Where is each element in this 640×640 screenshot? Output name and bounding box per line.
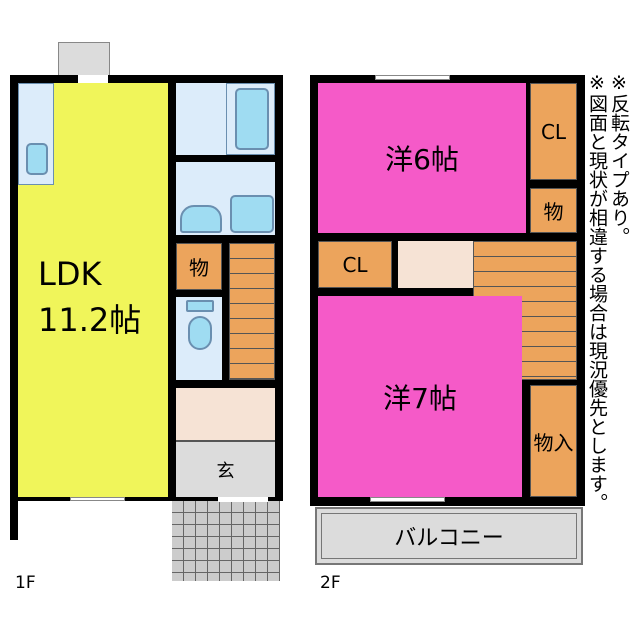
ldk-name: LDK bbox=[38, 255, 102, 293]
note-current-priority: ※図面と現状が相違する場合は現況優先とします。 bbox=[586, 72, 608, 512]
window bbox=[370, 497, 445, 502]
storage-2f: 物 bbox=[530, 188, 577, 233]
closet-left: CL bbox=[318, 241, 392, 288]
hallway-2f bbox=[398, 241, 473, 288]
storage-closet: 物入 bbox=[530, 385, 577, 497]
porch-step bbox=[58, 42, 110, 76]
hallway-1f bbox=[176, 388, 275, 440]
note-reversed-type: ※反転タイプあり。 bbox=[608, 72, 630, 246]
bathtub-icon bbox=[235, 88, 269, 150]
western-room-7: 洋7帖 bbox=[318, 296, 522, 497]
ldk-size: 11.2帖 bbox=[38, 301, 142, 339]
window bbox=[375, 75, 450, 80]
stairs-1f bbox=[229, 243, 275, 380]
wall bbox=[176, 155, 275, 162]
toilet-tank-icon bbox=[186, 300, 214, 312]
toilet-icon bbox=[188, 316, 212, 350]
wall-extension bbox=[10, 500, 18, 540]
storage-1f: 物 bbox=[176, 243, 222, 290]
western-room-6: 洋6帖 bbox=[318, 83, 526, 233]
closet-top: CL bbox=[530, 83, 577, 180]
floor1-label: 1F bbox=[15, 573, 36, 593]
entrance-genkan: 玄 bbox=[176, 440, 275, 497]
wall bbox=[176, 235, 275, 243]
bath-entry bbox=[176, 83, 226, 155]
floor2-label: 2F bbox=[320, 573, 341, 593]
washing-machine-icon bbox=[230, 195, 274, 233]
entrance-porch bbox=[172, 501, 280, 581]
window bbox=[70, 497, 125, 501]
balcony: バルコニー bbox=[315, 507, 583, 565]
front-door bbox=[78, 75, 108, 83]
kitchen-sink-icon bbox=[26, 143, 48, 175]
entrance-door[interactable] bbox=[218, 497, 268, 502]
washbasin-icon bbox=[180, 205, 222, 233]
